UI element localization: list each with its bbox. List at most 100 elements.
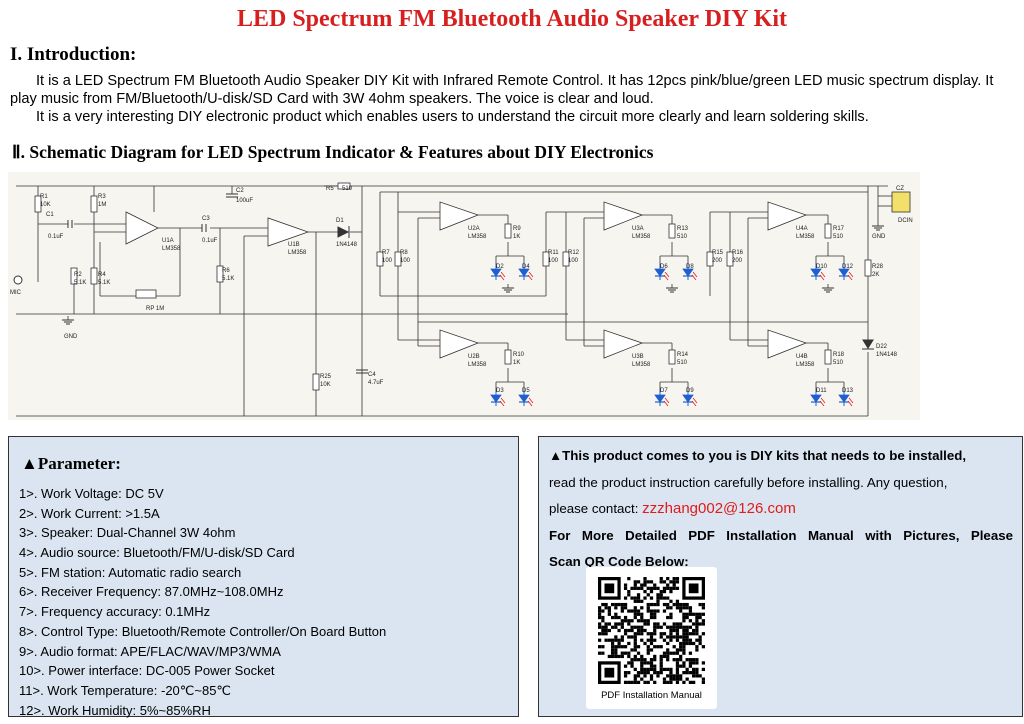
notice-line: Scan QR Code Below: (549, 554, 689, 570)
parameter-list: 1>. Work Voltage: DC 5V 2>. Work Current… (19, 484, 386, 720)
parameter-item: 12>. Work Humidity: 5%~85%RH (19, 702, 211, 718)
svg-text:1N4148: 1N4148 (336, 242, 358, 248)
svg-text:10K: 10K (40, 202, 51, 208)
schematic-diodes (13, 193, 874, 374)
parameter-item: 6>. Receiver Frequency: 87.0MHz~108.0MHz (19, 584, 284, 600)
svg-text:R16: R16 (732, 250, 744, 256)
parameter-item: 7>. Frequency accuracy: 0.1MHz (19, 604, 211, 620)
svg-text:LM358: LM358 (468, 362, 487, 368)
svg-text:R8: R8 (400, 250, 408, 256)
svg-text:R3: R3 (98, 194, 106, 200)
svg-text:510: 510 (833, 360, 844, 366)
svg-text:5.1K: 5.1K (74, 280, 86, 286)
qr-card[interactable]: PDF Installation Manual (586, 567, 717, 709)
svg-text:1M: 1M (98, 202, 106, 208)
svg-text:D11: D11 (816, 388, 827, 394)
parameter-item: 5>. FM station: Automatic radio search (19, 564, 242, 580)
svg-text:5.1K: 5.1K (98, 280, 110, 286)
svg-text:R6: R6 (222, 268, 230, 274)
svg-text:RP 1M: RP 1M (146, 306, 164, 312)
svg-text:R2: R2 (74, 272, 82, 278)
svg-text:R4: R4 (98, 272, 106, 278)
svg-text:10K: 10K (320, 382, 331, 388)
parameter-panel: ▲Parameter: 1>. Work Voltage: DC 5V 2>. … (8, 436, 519, 720)
svg-text:R28: R28 (872, 264, 884, 270)
svg-text:R14: R14 (677, 352, 689, 358)
svg-text:C1: C1 (46, 212, 54, 218)
svg-text:R17: R17 (833, 226, 845, 232)
notice-line: ▲This product comes to you is DIY kits t… (549, 448, 967, 463)
svg-text:200: 200 (712, 258, 723, 264)
svg-text:D10: D10 (816, 264, 828, 270)
svg-text:D7: D7 (660, 388, 668, 394)
svg-text:R1: R1 (40, 194, 48, 200)
section-heading-schematic: Ⅱ. Schematic Diagram for LED Spectrum In… (12, 142, 654, 162)
svg-text:LM358: LM358 (632, 362, 651, 368)
svg-text:R5: R5 (326, 186, 334, 192)
parameter-item: 10>. Power interface: DC-005 Power Socke… (19, 663, 275, 679)
svg-text:C2: C2 (236, 188, 244, 194)
svg-text:LM358: LM358 (288, 250, 307, 256)
svg-text:LM358: LM358 (796, 234, 815, 240)
parameter-item: 1>. Work Voltage: DC 5V (19, 486, 164, 501)
svg-text:R11: R11 (548, 250, 559, 256)
svg-text:GND: GND (64, 334, 78, 340)
svg-text:R13: R13 (677, 226, 689, 232)
qr-caption: PDF Installation Manual (601, 690, 702, 701)
parameter-item: 3>. Speaker: Dual-Channel 3W 4ohm (19, 525, 236, 541)
svg-text:D1: D1 (336, 218, 344, 224)
svg-text:U1A: U1A (162, 238, 174, 244)
svg-text:D3: D3 (496, 388, 504, 394)
svg-text:D6: D6 (660, 264, 668, 270)
svg-text:R12: R12 (568, 250, 580, 256)
parameter-item: 11>. Work Temperature: -20℃~85℃ (19, 682, 232, 698)
svg-text:LM358: LM358 (632, 234, 651, 240)
parameter-heading: ▲Parameter: (21, 454, 121, 473)
section-heading-introduction: I. Introduction: (10, 44, 137, 65)
contact-label: please contact: (549, 501, 639, 517)
svg-text:100: 100 (382, 258, 393, 264)
svg-text:R7: R7 (382, 250, 390, 256)
contact-email[interactable]: zzzhang002@126.com (642, 500, 796, 518)
svg-text:U3B: U3B (632, 354, 644, 360)
svg-text:510: 510 (342, 186, 353, 192)
intro-paragraph: It is a very interesting DIY electronic … (36, 109, 869, 125)
parameter-item: 9>. Audio format: APE/FLAC/WAV/MP3/WMA (19, 643, 281, 659)
svg-text:R9: R9 (513, 226, 521, 232)
svg-text:D5: D5 (522, 388, 530, 394)
svg-text:1K: 1K (513, 234, 520, 240)
svg-text:U2A: U2A (468, 226, 480, 232)
svg-text:2K: 2K (872, 272, 879, 278)
svg-text:CZ: CZ (896, 186, 904, 192)
svg-text:D9: D9 (686, 388, 694, 394)
svg-text:0.1uF: 0.1uF (202, 238, 218, 244)
svg-text:LM358: LM358 (162, 246, 181, 252)
svg-text:D13: D13 (842, 388, 854, 394)
svg-text:U1B: U1B (288, 242, 300, 248)
svg-text:D2: D2 (496, 264, 504, 270)
svg-text:D22: D22 (876, 344, 888, 350)
svg-text:510: 510 (833, 234, 844, 240)
svg-text:510: 510 (677, 234, 688, 240)
qr-code-icon[interactable] (598, 577, 705, 684)
svg-text:LM358: LM358 (468, 234, 487, 240)
svg-text:D8: D8 (686, 264, 694, 270)
svg-text:R10: R10 (513, 352, 525, 358)
svg-text:0.1uF: 0.1uF (48, 234, 64, 240)
intro-paragraph: It is a LED Spectrum FM Bluetooth Audio … (10, 73, 994, 107)
svg-text:D4: D4 (522, 264, 530, 270)
contact-line: please contact: zzzhang002@126.com (549, 496, 1013, 523)
schematic-components (34, 182, 911, 391)
svg-text:4.7uF: 4.7uF (368, 380, 384, 386)
parameter-item: 2>. Work Current: >1.5A (19, 505, 160, 521)
notice-text: ▲This product comes to you is DIY kits t… (549, 443, 1013, 576)
svg-text:100: 100 (568, 258, 579, 264)
notice-line: For More Detailed PDF Installation Manua… (549, 527, 1013, 543)
svg-text:U4B: U4B (796, 354, 808, 360)
svg-text:R15: R15 (712, 250, 724, 256)
svg-text:U2B: U2B (468, 354, 480, 360)
svg-text:U3A: U3A (632, 226, 644, 232)
svg-text:200: 200 (732, 258, 743, 264)
